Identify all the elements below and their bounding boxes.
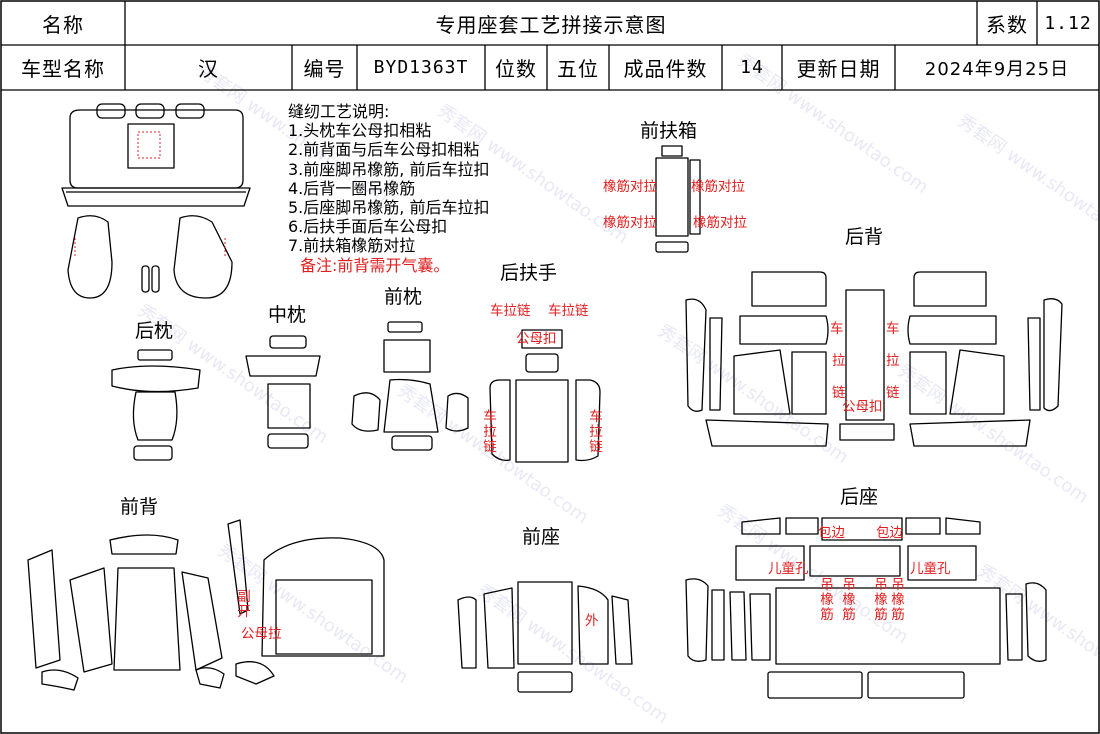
note-item: 5.后座脚吊橡筋, 前后车拉扣 xyxy=(288,198,490,218)
annotation-pull: 拉 xyxy=(886,353,900,369)
section-front-box: 前扶箱 xyxy=(640,120,698,142)
seat-overview-illustration xyxy=(61,103,251,299)
sewing-notes: 缝纫工艺说明: 1.头枕车公母扣相粘 2.前背面与后车公母扣相粘 3.前座脚吊橡… xyxy=(288,102,489,275)
pieces-value: 14 xyxy=(740,57,764,78)
note-item: 1.头枕车公母扣相粘 xyxy=(288,121,432,141)
position-label: 位数 xyxy=(495,57,537,81)
annotation-pull: 拉 xyxy=(832,353,846,369)
notes-title: 缝纫工艺说明: xyxy=(288,102,390,121)
annotation-chain: 链 xyxy=(886,385,900,401)
note-item: 2.前背面与后车公母扣相粘 xyxy=(288,140,480,160)
rear-back-pieces xyxy=(685,271,1063,447)
annotation-car: 车 xyxy=(886,321,900,337)
section-rear-armrest: 后扶手 xyxy=(500,262,558,284)
annotation-child-hole: 儿童孔 xyxy=(910,561,951,577)
annotation-zipper: 车拉链 xyxy=(490,303,531,319)
position-value: 五位 xyxy=(557,57,599,81)
model-value: 汉 xyxy=(198,57,219,81)
annotation-zipper-vertical: 车拉链 xyxy=(483,409,497,455)
annotation-snap: 公母扣 xyxy=(842,399,883,415)
annotation-car: 车 xyxy=(830,321,844,337)
annotation-edging: 包边 xyxy=(876,525,903,541)
section-middle-pillow: 中枕 xyxy=(268,304,307,326)
date-value: 2024年9月25日 xyxy=(924,58,1070,80)
notes-remark: 备注:前背需开气囊。 xyxy=(300,255,450,275)
annotation-hang-elastic: 吊橡筋 xyxy=(891,577,905,623)
section-front-pillow: 前枕 xyxy=(384,286,423,308)
rear-pillow-pieces xyxy=(111,349,201,461)
code-label: 编号 xyxy=(303,57,346,81)
annotation-hang-elastic: 吊橡筋 xyxy=(842,577,856,623)
middle-pillow-pieces xyxy=(245,335,321,449)
rear-armrest-pieces xyxy=(489,329,601,463)
note-item: 6.后扶手面后车公母扣 xyxy=(288,217,448,237)
front-back-pieces xyxy=(27,519,385,691)
section-front-back: 前背 xyxy=(120,496,159,518)
rear-seat-pieces xyxy=(685,517,1047,699)
name-label: 名称 xyxy=(42,12,84,37)
annotation-snap-pull: 公母拉 xyxy=(241,626,282,642)
date-label: 更新日期 xyxy=(796,57,881,81)
annotation-chain: 链 xyxy=(832,385,846,401)
document-title: 专用座套工艺拼接示意图 xyxy=(435,12,667,37)
coef-label: 系数 xyxy=(986,12,1028,37)
section-rear-back: 后背 xyxy=(845,226,884,248)
front-box-pieces xyxy=(655,145,701,253)
annotation-outer: 外 xyxy=(585,613,599,629)
code-value: BYD1363T xyxy=(373,57,469,78)
annotation-zipper-vertical: 车拉链 xyxy=(589,409,603,455)
section-rear-pillow: 后枕 xyxy=(135,320,174,342)
annotation-elastic-pull: 橡筋对拉 xyxy=(693,215,747,231)
note-item: 7.前扶箱橡筋对拉 xyxy=(288,236,416,256)
annotation-elastic-pull: 橡筋对拉 xyxy=(691,179,745,195)
annotation-airbag-slit: 副开 xyxy=(237,589,251,620)
annotation-snap: 公母扣 xyxy=(516,331,557,347)
note-item: 3.前座脚吊橡筋, 前后车拉扣 xyxy=(288,159,490,179)
annotation-edging: 包边 xyxy=(818,525,845,541)
front-pillow-pieces xyxy=(351,321,469,451)
front-seat-pieces xyxy=(457,581,633,693)
section-rear-seat: 后座 xyxy=(840,486,879,508)
model-label: 车型名称 xyxy=(21,57,105,81)
annotation-child-hole: 儿童孔 xyxy=(768,561,809,577)
annotation-hang-elastic: 吊橡筋 xyxy=(820,577,834,623)
annotation-elastic-pull: 橡筋对拉 xyxy=(603,179,657,195)
section-front-seat: 前座 xyxy=(522,526,561,548)
annotation-elastic-pull: 橡筋对拉 xyxy=(603,215,657,231)
annotation-hang-elastic: 吊橡筋 xyxy=(874,577,888,623)
annotation-zipper: 车拉链 xyxy=(548,303,589,319)
note-item: 4.后背一圈吊橡筋 xyxy=(288,178,416,198)
pieces-label: 成品件数 xyxy=(623,57,708,81)
coef-value: 1.12 xyxy=(1044,12,1092,34)
